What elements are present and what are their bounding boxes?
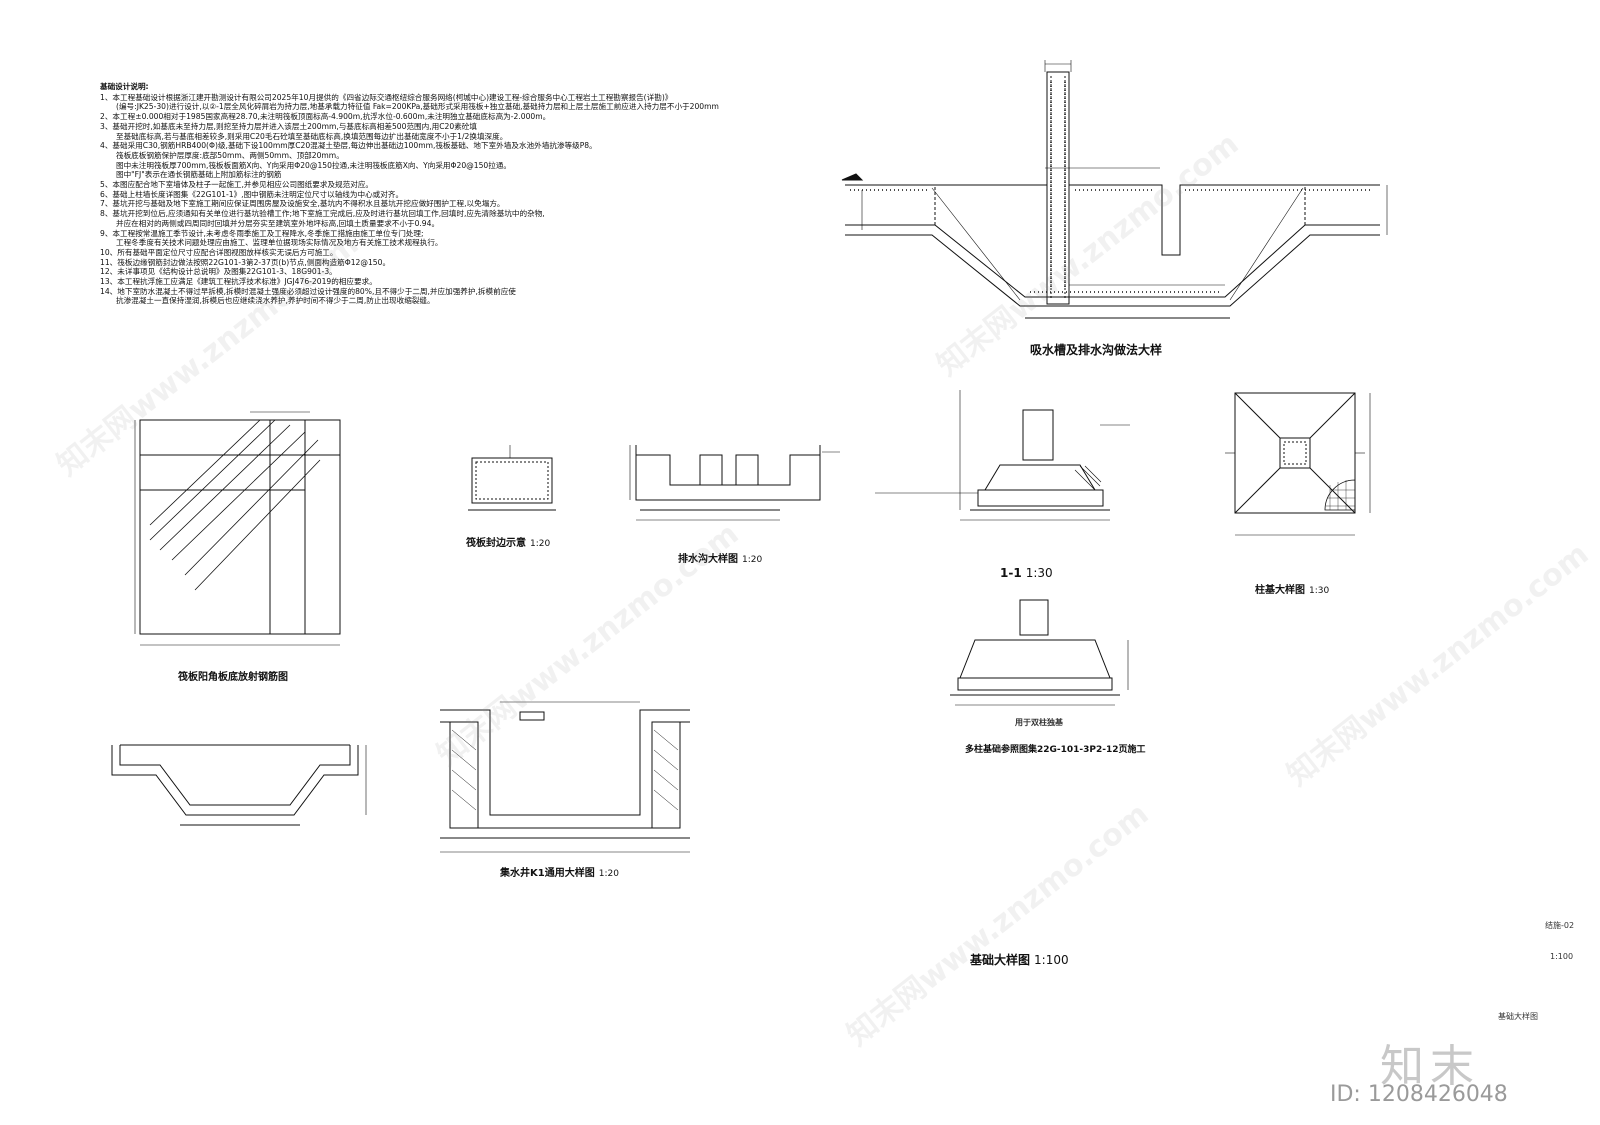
design-notes: 基础设计说明: 1、本工程基础设计根据浙江建开勘测设计有限公司2025年10月提…: [100, 82, 719, 306]
note-line: 14、地下室防水混凝土不得过早拆模,拆模时混凝土强度必须超过设计强度的80%,且…: [100, 286, 516, 296]
note-line: 8、基坑开挖到位后,应须通知有关单位进行基坑验槽工作;地下室施工完成后,应及时进…: [100, 209, 545, 219]
sheet-title: 基础大样图: [1498, 1012, 1538, 1021]
ditch-detail: [629, 445, 840, 521]
note-line: 13、本工程抗浮施工应满足《建筑工程抗浮技术标准》JGJ476-2019的相应要…: [100, 277, 377, 287]
note-line: 6、基础上柱墙长度详图集《22G101-1》,图中钢筋未注明定位尺寸以轴线为中心…: [100, 189, 404, 199]
note-line: 9、本工程按常温施工季节设计,未考虑冬雨季施工及工程降水,冬季施工措施由施工单位…: [100, 228, 424, 238]
corner-caption: 筏板阳角板底放射钢筋图: [178, 672, 288, 683]
note-line: (编号:JK25-30)进行设计,以②-1层全风化碎屑岩为持力层,地基承载力特征…: [116, 102, 719, 112]
sheet-number: 结施-02: [1545, 921, 1575, 930]
multi-column-sub: 用于双柱独基: [1015, 718, 1063, 727]
note-line: 并应在相对的两侧或四周同时回填并分层夯实至建筑室外地坪标高,回填土质量要求不小于…: [116, 218, 440, 228]
note-line: 图中未注明筏板厚700mm,筏板板面筋X向、Y向采用Φ20@150拉通,未注明筏…: [116, 160, 512, 170]
note-line: 7、基坑开挖与基础及地下室施工期间应保证周围房屋及设施安全,基坑内不得积水且基坑…: [100, 199, 505, 209]
note-line: 抗渗混凝土一直保持湿润,拆模后也应继续浇水养护,养护时间不得少于二周,防止出现收…: [116, 296, 435, 306]
note-line: 工程冬季度有关技术问题处理应由施工、监理单位据现场实际情况及地方有关施工技术规程…: [116, 238, 443, 248]
note-line: 2、本工程±0.000相对于1985国家高程28.70,未注明筏板顶面标高-4.…: [100, 112, 551, 122]
brand-logo: 知末: [1380, 1041, 1480, 1092]
note-line: 至基础底标高,若与基底相差较多,则采用C20毛石砼填至基础底标高,换填范围每边扩…: [116, 131, 508, 141]
column-base-plan: [1225, 392, 1371, 536]
note-line: 筏板底板钢筋保护层厚度:底部50mm、两侧50mm、顶部20mm。: [116, 150, 344, 160]
raft-edge-detail: [468, 445, 556, 511]
note-line: 图中"FJ"表示在通长钢筋基础上附加筋标注的钢筋: [116, 170, 282, 180]
corner-rebar-detail: [134, 411, 341, 646]
note-line: 5、本图应配合地下室墙体及柱子一起施工,并参见相应公司图纸要求及规范对应。: [100, 180, 374, 190]
note-line: 11、筏板边缘钢筋封边做法按照22G101-3第2-37页(b)节点,侧面构造筋…: [100, 257, 391, 267]
trough-caption: 吸水槽及排水沟做法大样: [1030, 343, 1163, 357]
sump-pit-detail: [440, 701, 690, 853]
notes-heading: 基础设计说明:: [100, 82, 149, 91]
note-line: 1、本工程基础设计根据浙江建开勘测设计有限公司2025年10月提供的《四省边际交…: [100, 92, 673, 102]
sheet-scale: 1:100: [1550, 952, 1574, 961]
note-line: 3、基础开挖时,如基底未至持力层,则挖至持力层并进入该层土200mm,与基底标高…: [100, 121, 477, 131]
multi-column-caption: 多柱基础参照图集22G-101-3P2-12页施工: [965, 745, 1146, 755]
note-line: 12、未详事项见《结构设计总说明》及图集22G101-3、18G901-3。: [100, 267, 337, 277]
note-line: 4、基础采用C30,钢筋HRB400(Φ)级,基础下设100mm厚C20混凝土垫…: [100, 141, 597, 151]
section-1-1-detail: [875, 390, 1130, 521]
image-id: ID: 1208426048: [1330, 1082, 1508, 1107]
trough-detail: [841, 60, 1388, 319]
double-column-base: [950, 599, 1129, 706]
trough-small-detail: [111, 744, 367, 826]
note-line: 10、所有基础平面定位尺寸应配合详图视图放样核实无误后方可施工。: [100, 247, 338, 257]
